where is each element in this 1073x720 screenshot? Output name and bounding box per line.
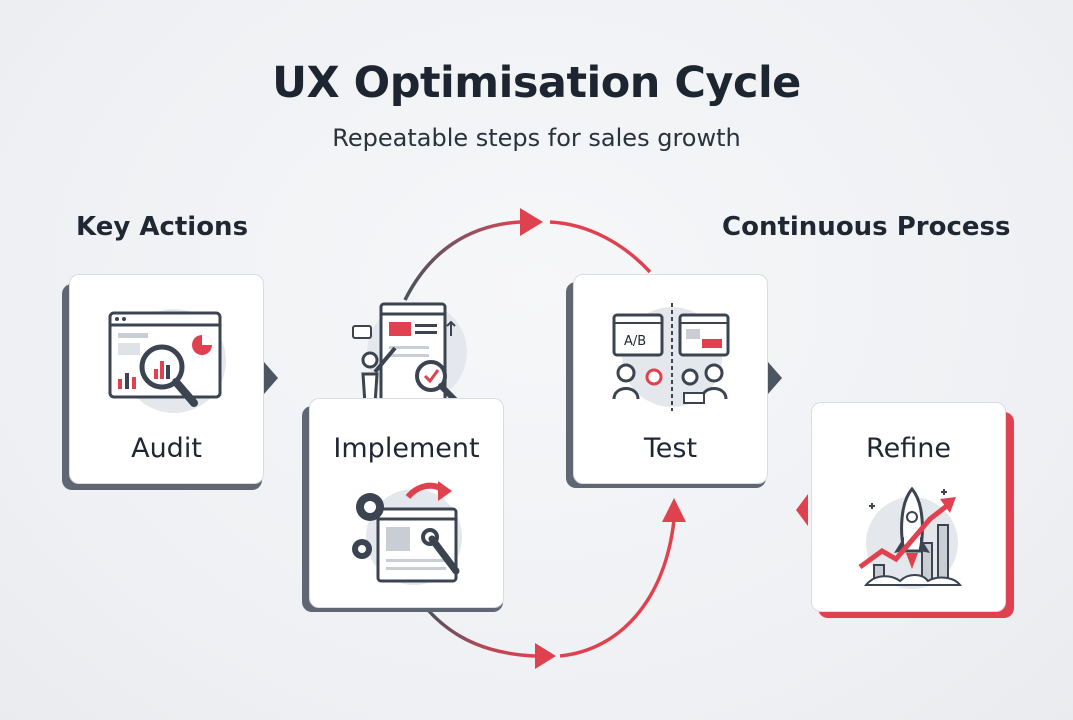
continuous-process-label: Continuous Process: [722, 212, 1011, 242]
arrow-refine-to-test: [796, 494, 808, 526]
gears-wrench-browser-icon: [352, 481, 462, 585]
step-label-implement: Implement: [333, 433, 480, 464]
refine-card: Refine: [811, 402, 1006, 612]
arc-bottom-left: [426, 608, 536, 658]
arrow-audit-to-implement: [264, 362, 278, 394]
implement-card: Implement: [309, 398, 504, 608]
person-fixing-browser-icon: [352, 302, 467, 406]
step-label-audit: Audit: [131, 433, 202, 464]
test-card: A/B Test: [573, 274, 768, 484]
arrowhead-bottom: [535, 643, 556, 669]
arc-bottom-right: [559, 519, 676, 658]
audit-card: Audit: [69, 274, 264, 484]
step-label-refine: Refine: [866, 433, 951, 464]
page-subtitle: Repeatable steps for sales growth: [332, 124, 741, 152]
audit-magnifier-chart-icon: [108, 309, 226, 413]
page-title: UX Optimisation Cycle: [272, 58, 801, 108]
arc-implement-to-test: [403, 220, 521, 301]
arc-top-continue: [549, 220, 652, 274]
arrow-test-to-refine: [768, 362, 782, 394]
key-actions-label: Key Actions: [76, 212, 249, 242]
ab-test-users-icon: A/B: [612, 303, 730, 411]
arrowhead-top-1: [520, 208, 543, 236]
arrowhead-up: [662, 498, 686, 522]
ab-label: A/B: [624, 334, 646, 349]
rocket-growth-chart-icon: [858, 486, 963, 589]
step-label-test: Test: [643, 433, 698, 464]
